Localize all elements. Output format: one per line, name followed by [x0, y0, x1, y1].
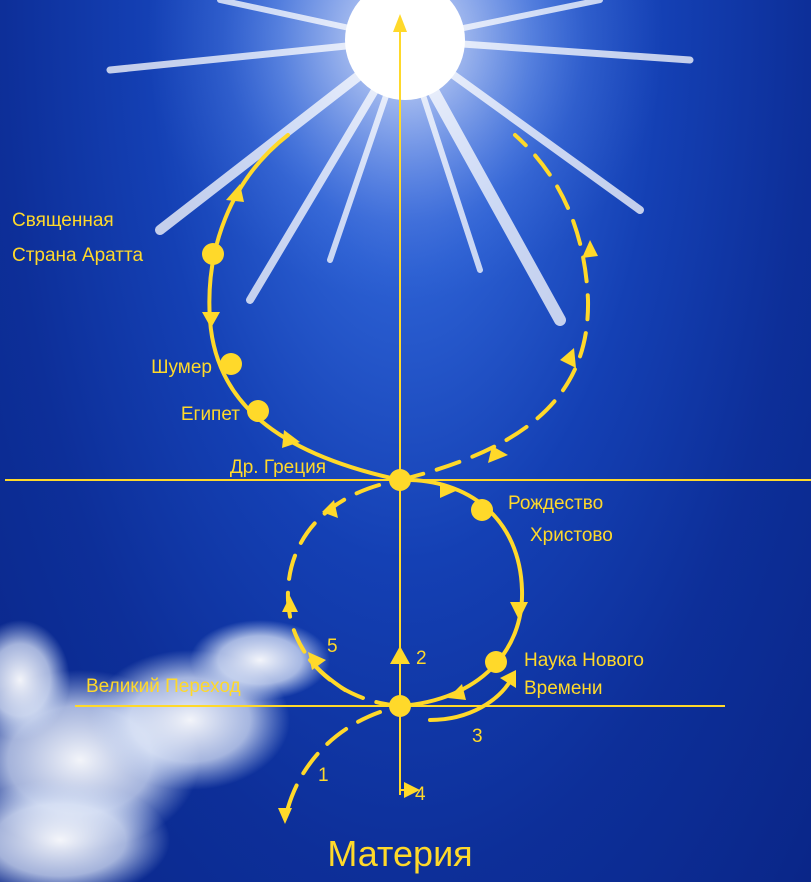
label-christmas-line2: Христово: [530, 525, 613, 546]
label-science-line1: Наука Нового: [524, 650, 644, 671]
dot-aratta: [202, 243, 224, 265]
dot-christmas: [471, 499, 493, 521]
label-egipet: Египет: [181, 404, 240, 425]
arrowheads: [202, 184, 598, 824]
number-3: 3: [472, 726, 483, 747]
number-5: 5: [327, 636, 338, 657]
label-aratta-line2: Страна Аратта: [12, 245, 143, 266]
dot-egipet: [247, 400, 269, 422]
number-2: 2: [416, 648, 427, 669]
dot-science: [485, 651, 507, 673]
lower-loop-solid: [398, 477, 525, 708]
label-greece: Др. Греция: [230, 457, 326, 478]
upper-loop-dashed: [398, 133, 591, 482]
up-arrow-icon: [393, 14, 407, 32]
number-1: 1: [318, 765, 329, 786]
label-science-line2: Времени: [524, 678, 603, 699]
sun-icon: [106, 0, 694, 326]
label-christmas-line1: Рождество: [508, 493, 603, 514]
dot-greece: [389, 469, 411, 491]
cloud: [0, 620, 330, 882]
number-4: 4: [415, 784, 426, 805]
branch-arrow-1: [283, 710, 382, 822]
dot-transition: [389, 695, 411, 717]
label-shumer: Шумер: [151, 357, 212, 378]
dot-shumer: [220, 353, 242, 375]
label-matter: Материя: [327, 833, 472, 874]
label-transition: Великий Переход: [86, 676, 241, 697]
branch-arrow-3: [428, 676, 514, 722]
label-aratta-line1: Священная: [12, 210, 114, 231]
